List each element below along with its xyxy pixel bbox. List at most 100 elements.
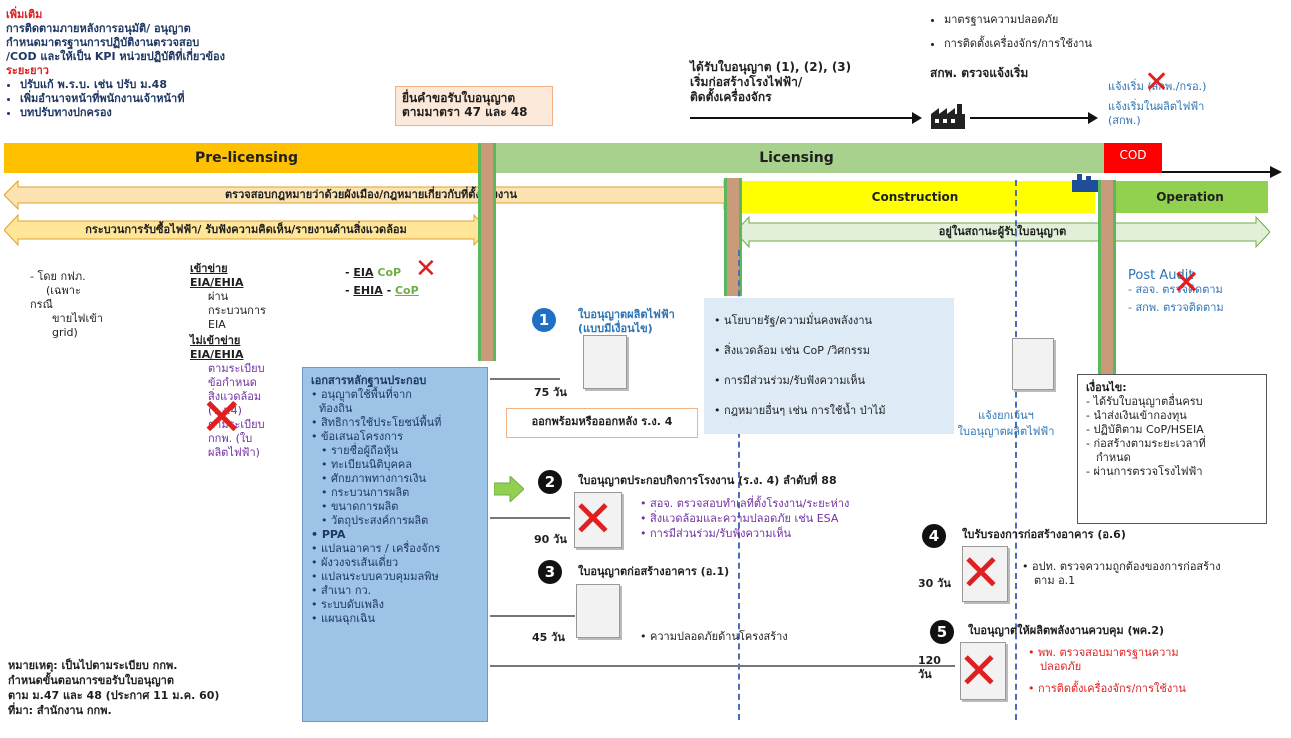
doc-subitem: • ศักยภาพทางการเงิน <box>321 472 426 485</box>
phase-label: Operation <box>1156 190 1224 204</box>
lic1-days: 75 วัน <box>534 386 567 399</box>
list-item: บทปรับทางปกครอง <box>20 106 306 120</box>
step-3-badge: 3 <box>538 560 562 584</box>
list-item: มาตรฐานความปลอดภัย <box>944 8 1190 32</box>
arrow-to-lic3 <box>490 615 575 617</box>
milestone-license-pipe <box>724 178 742 296</box>
phase-label: COD <box>1119 148 1147 162</box>
lic2-item: • การมีส่วนร่วม/รับฟังความเห็น <box>640 527 791 540</box>
doc-subitem: • กระบวนการผลิต <box>321 486 410 499</box>
note-line: การติดตามภายหลังการอนุมัติ/ อนุญาต <box>6 22 191 35</box>
doc-item: • แปลนระบบควบคุมมลพิษ <box>311 570 439 583</box>
lic4-title: ใบรับรองการก่อสร้างอาคาร (อ.6) <box>962 528 1126 541</box>
footnote: หมายเหตุ: เป็นไปตามระเบียบ กกพ. กำหนดขั้… <box>8 659 220 717</box>
eia-out-body: (ร.ง.4) <box>208 404 242 417</box>
doc-subitem: • ขนาดการผลิต <box>321 500 399 513</box>
arrow-to-lic2 <box>490 517 570 519</box>
received-line: ติดตั้งเครื่องจักร <box>690 90 772 104</box>
condition-item: - ก่อสร้างตามระยะเวลาที่ <box>1086 437 1206 450</box>
factory-arrowhead <box>1088 112 1098 124</box>
strike-x-icon: ✕ <box>415 254 437 284</box>
notify-struck: แจ้งเริ่ม (สกพ./กรอ.) ✕ <box>1108 68 1207 98</box>
list-item: ปรับแก้ พ.ร.บ. เช่น ปรับ ม.48 <box>20 78 306 92</box>
phase-licensing: Licensing <box>489 143 1104 173</box>
post-audit-title: Post Audit <box>1128 268 1194 283</box>
strike-x-icon: ✕ <box>200 388 244 448</box>
docs-title: เอกสารหลักฐานประกอบ <box>311 374 427 387</box>
received-license-text: ได้รับใบอนุญาต (1), (2), (3) เริ่มก่อสร้… <box>690 60 920 105</box>
strike-x-icon: ✕ <box>572 490 614 548</box>
lic5-days: 120 วัน <box>918 654 941 681</box>
list-item: เพิ่มอำนาจหน้าที่พนักงานเจ้าหน้าที่ <box>20 92 306 106</box>
doc-item: • อนุญาตใช้พื้นที่จาก <box>311 388 412 401</box>
eia-out-body: ข้อกำหนด <box>208 376 257 389</box>
erc-inspect-label: สกพ. ตรวจแจ้งเริ่ม <box>930 66 1029 80</box>
lic5-items: • พพ. ตรวจสอบมาตรฐานความ ปลอดภัย • การติ… <box>1028 646 1186 696</box>
phase-construction: Construction <box>735 181 1095 213</box>
eia-column: เข้าข่าย EIA/EHIA ผ่าน กระบวนการ EIA ไม่… <box>190 262 300 460</box>
eia-in-body: EIA <box>208 318 226 331</box>
process-label: กระบวนการรับซื้อไฟฟ้า/ รับฟังความคิดเห็น… <box>85 223 407 236</box>
post-audit: Post Audit - สอจ. ตรวจติดตาม - สกพ. ตรวจ… <box>1128 268 1278 315</box>
condition-item: - ผ่านการตรวจโรงไฟฟ้า <box>1086 465 1203 478</box>
doc-item: • ผังวงจรเส้นเดี่ยว <box>311 556 399 569</box>
milestone-cod-pipe <box>1098 180 1116 375</box>
policy-item: • สิ่งแวดล้อม เช่น CoP /วิศกรรม <box>714 344 870 357</box>
condition-item: - ปฏิบัติตาม CoP/HSEIA <box>1086 423 1204 436</box>
green-arrow-icon <box>493 474 525 504</box>
law-check-label: ตรวจสอบกฎหมายว่าด้วยผังเมือง/กฎหมายเกี่ย… <box>225 188 517 201</box>
power-plant-icon <box>1072 174 1098 192</box>
step-5-badge: 5 <box>930 620 954 644</box>
eia-out-title: EIA/EHIA <box>190 348 244 361</box>
eia-in-body: กระบวนการ <box>208 304 266 317</box>
supporting-documents-box: เอกสารหลักฐานประกอบ • อนุญาตใช้พื้นที่จา… <box>302 367 488 722</box>
lic1-title: ใบอนุญาตผลิตไฟฟ้า (แบบมีเงื่อนไข) <box>578 308 675 335</box>
timeline-axis <box>1162 171 1274 173</box>
doc-item: • ระบบดับเพลิง <box>311 598 385 611</box>
notify-struck-text: แจ้งเริ่ม (สกพ./กรอ.) <box>1108 80 1207 93</box>
heading-additional: เพิ่มเติม <box>6 8 43 21</box>
lic4-days: 30 วัน <box>918 577 951 590</box>
strike-x-icon: ✕ <box>958 642 1000 700</box>
strike-x-icon: ✕ <box>1172 263 1201 303</box>
post-audit-item: - สกพ. ตรวจติดตาม <box>1128 301 1224 314</box>
eia-out-body: ผลิตไฟฟ้า) <box>208 446 260 459</box>
factory-icon <box>930 104 966 130</box>
exemption-notice: แจ้งยกเว้นฯ ใบอนุญาตผลิตไฟฟ้า <box>957 409 1055 438</box>
dashed-guide <box>1015 180 1017 720</box>
policy-box: • นโยบายรัฐ/ความมั่นคงพลังงาน • สิ่งแวดล… <box>704 298 954 434</box>
long-term-list: ปรับแก้ พ.ร.บ. เช่น ปรับ ม.48 เพิ่มอำนาจ… <box>6 78 306 120</box>
lic1-issue-note: ออกพร้อมหรือออกหลัง ร.ง. 4 <box>506 408 698 438</box>
policy-item: • นโยบายรัฐ/ความมั่นคงพลังงาน <box>714 314 873 327</box>
post-audit-struck: - สอจ. ตรวจติดตาม <box>1128 283 1223 296</box>
notify-line: (สกพ.) <box>1108 114 1141 127</box>
doc-item: • สิทธิการใช้ประโยชน์พื้นที่ <box>311 416 442 429</box>
eia-cop-struck: CoP <box>377 266 402 279</box>
license-document-icon <box>962 546 1008 602</box>
eia-out-title: ไม่เข้าข่าย <box>190 334 241 347</box>
ehia-label: EHIA <box>353 284 383 297</box>
step-1-badge: 1 <box>532 308 556 332</box>
license-document-icon <box>1012 338 1054 390</box>
top-right-notes: มาตรฐานความปลอดภัย การติดตั้งเครื่องจักร… <box>930 8 1190 56</box>
condition-item: กำหนด <box>1096 451 1131 464</box>
eia-out-body: สิ่งแวดล้อม <box>208 390 262 403</box>
doc-item: • PPA <box>311 528 346 541</box>
pea-line: กรณี <box>30 298 53 311</box>
lic3-title: ใบอนุญาตก่อสร้างอาคาร (อ.1) <box>578 565 730 578</box>
pea-line: (เฉพาะ <box>46 284 81 297</box>
eia-in-title: เข้าข่าย <box>190 262 228 275</box>
factory-arrow <box>970 117 1090 119</box>
lic2-items: • สอจ. ตรวจสอบทำเลที่ตั้งโรงงาน/ระยะห่าง… <box>640 496 849 541</box>
dashed-guide <box>738 250 740 720</box>
phase-pre-licensing: Pre-licensing <box>4 143 489 173</box>
doc-item: ท้องถิ่น <box>319 402 353 415</box>
ehia-cop: CoP <box>394 284 419 297</box>
law-check-arrow: ตรวจสอบกฎหมายว่าด้วยผังเมือง/กฎหมายเกี่ย… <box>3 179 739 211</box>
policy-item: • กฎหมายอื่นๆ เช่น การใช้น้ำ ป่าไม้ <box>714 404 886 417</box>
license-status-arrow: อยู่ในสถานะผู้รับใบอนุญาต <box>734 215 1271 249</box>
submit-line: ตามมาตรา 47 และ 48 <box>402 105 528 119</box>
heading-long-term: ระยะยาว <box>6 64 49 77</box>
lic2-title: ใบอนุญาตประกอบกิจการโรงงาน (ร.ง. 4) ลำดั… <box>578 474 837 487</box>
conditions-box: เงื่อนไข: - ได้รับใบอนุญาตอื่นครบ - นำส่… <box>1077 374 1267 524</box>
